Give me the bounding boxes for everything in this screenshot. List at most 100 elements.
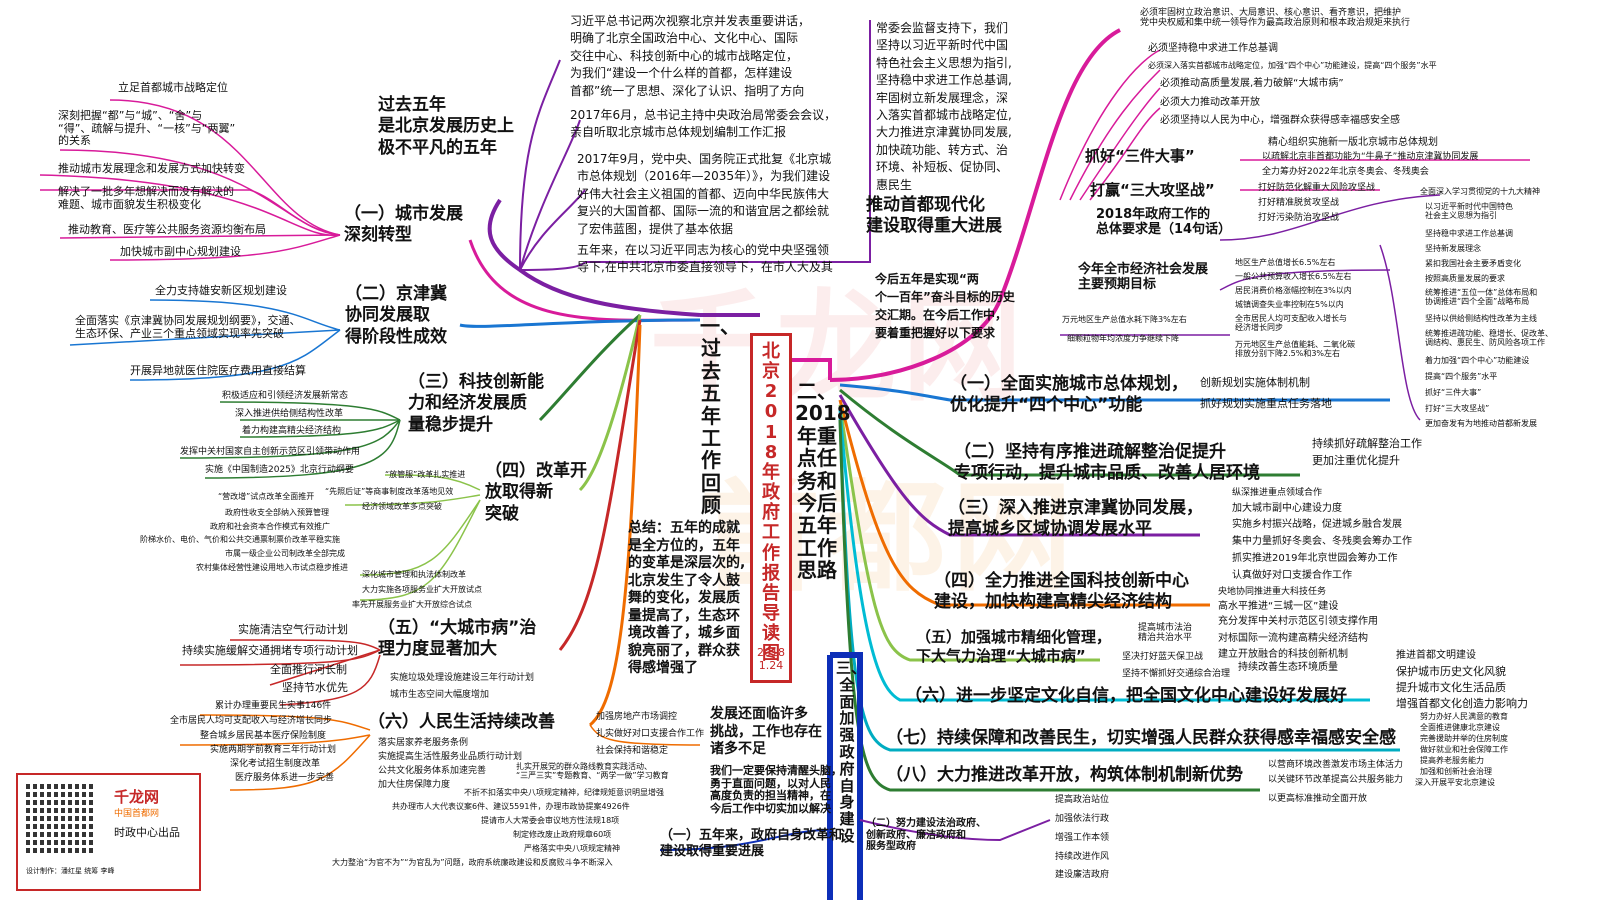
b1-s1-item: 加快城市副中心规划建设 (120, 245, 241, 258)
b2-task-4-item: 央地协同推进重大科技任务 (1218, 587, 1327, 597)
title-date: 2018 1.24 (757, 645, 785, 672)
b2-targets-title: 今年全市经济社会发展 主要预期目标 (1078, 262, 1209, 292)
b3-s1-item: 扎实开展党的群众路线教育实践活动、 “三严三实”专题教育、“两学一做”学习教育 (516, 762, 669, 781)
b2-req-item: 坚持新发展理念 (1425, 244, 1481, 253)
b2-target-item: 地区生产总值增长6.5%左右 (1235, 258, 1336, 267)
b2-bridge: 今后五年是实现“两 个一百年”奋斗目标的历史 交汇期。在今后工作中， 要着重把握… (875, 272, 1015, 340)
b1-s1-item: 解决了一批多年想解决而没有解决的 难题、城市面貌发生积极变化 (58, 185, 234, 211)
b2-task-3-item: 认真做好对口支援合作工作 (1232, 570, 1352, 581)
b1-s6-item: 医疗服务体系进一步完善 (235, 773, 335, 783)
b1-s4-item: “营改增”试点改革全面推开 (218, 492, 315, 501)
b2-task-1-item: 抓好规划实施重点任务落地 (1200, 397, 1332, 410)
b1-s3-item: 积极适应和引领经济发展新常态 (222, 391, 349, 401)
b1-s5-item: 城市生态空间大幅度增加 (390, 690, 490, 700)
b1-section-2-title: （二）京津冀 协同发展取 得阶段性成效 (345, 284, 447, 347)
b2-task-4-item: 提高城市法治 精治共治水平 (1138, 623, 1193, 644)
b1-s6-item: 落实居家养老服务条例 (378, 738, 469, 748)
b1-s3-item: 着力构建高精尖经济结构 (242, 426, 342, 436)
publisher-logo-panel: 千龙网 中国首都网 时政中心出品 设计制作：潘红星 统筹 李峰 (16, 773, 201, 891)
b1-s6-item: 整合城乡居民基本医疗保险制度 (200, 731, 327, 741)
branch-1-label: 一、过去五年工作回顾 (700, 314, 740, 518)
b1-s6-item: 实施提高生活性服务业品质行动计划 (378, 752, 523, 762)
b2-target-item: 一般公共预算收入增长6.5%左右 (1235, 272, 1352, 281)
b1-s4-item: 大力实施各项服务业扩大开放试点 (362, 585, 482, 594)
b1-resolve: 我们一定要保持清醒头脑， 勇于直面问题，以对人民 高度负责的担当精神，在 今后工… (710, 764, 842, 815)
b2-task-6-item: 推进首都文明建设 (1396, 650, 1476, 661)
b2-task-1-title: （一）全面实施城市总体规划， 优化提升“四个中心”功能 (950, 374, 1188, 416)
b2-three-battles-item: 打好防范化解重大风险攻坚战 (1258, 183, 1376, 193)
b2-task-3-item: 抓实推进2019年北京世园会筹办工作 (1232, 553, 1398, 564)
logo-sub: 中国首都网 (114, 809, 160, 819)
b1-s5-item: 坚持节水优先 (282, 681, 348, 694)
b1-s2-item: 开展异地就医住院医疗费用直接结算 (130, 364, 306, 377)
b2-target-item: 细颗粒物年均浓度力争继续下降 (1067, 334, 1179, 343)
b3-s2-item: 建设廉洁政府 (1055, 870, 1110, 880)
b2-req-item: 全面深入学习贯彻党的十九大精神 (1420, 187, 1540, 196)
b2-target-item: 居民消费价格涨幅控制在3%以内 (1235, 286, 1352, 295)
b1-section-5-title: （五）“大城市病”治 理力度显著加大 (378, 618, 537, 660)
b3-s1-item: 不折不扣落实中央八项规定精神，纪律规矩意识明显增强 (464, 788, 664, 797)
b2-req-item: 坚持以供给侧结构性改革为主线 (1425, 314, 1537, 323)
b2-task-3-item: 实施乡村振兴战略，促进城乡融合发展 (1232, 519, 1402, 530)
b1-s4-item: 政府性收支全部纳入预算管理 (225, 508, 329, 517)
b1-s5-item: 全面推行河长制 (270, 663, 347, 676)
b1-s6-item: 累计办理重要民生实事146件 (215, 701, 332, 711)
b2-task-6-item: 增强首都文化创造力影响力 (1396, 697, 1528, 710)
b2-task-4-title: （四）全力推进全国科技创新中心 建设，加快构建高精尖经济结构 (934, 571, 1189, 613)
b2-task-7-item: 加强和创新社会治理 (1420, 767, 1492, 776)
b1-intro-para-2: 2017年6月，总书记主持中央政治局常委会会议， 亲自听取北京城市总体规划编制工… (570, 108, 837, 140)
b2-task-3-item: 纵深推进重点领域合作 (1232, 488, 1323, 498)
b3-s2-item: 加强依法行政 (1055, 814, 1110, 824)
branch-3-label: 三、全面加强政府自身建设 (836, 659, 867, 845)
b1-intro-para-3: 2017年9月，党中央、国务院正式批复《北京城 市总体规划（2016年—2035… (577, 152, 832, 236)
b2-target-item: 万元地区生产总值能耗、二氧化碳 排放分别下降2.5%和3%左右 (1235, 340, 1355, 359)
b1-s3-item: 实施《中国制造2025》北京行动纲要 (205, 465, 354, 475)
b1-s4-item: 深化城市管理和执法体制改革 (362, 570, 466, 579)
b2-task-2-item: 更加注重优化提升 (1312, 454, 1400, 467)
b2-task-8-item: 深入开展平安北京建设 (1415, 778, 1495, 787)
b1-s5-item: 实施清洁空气行动计划 (238, 623, 348, 636)
b1-s6-item: 全市居民人均可支配收入与经济增长同步 (170, 716, 333, 726)
b1-s4-item: 率先开展服务业扩大开放综合试点 (352, 600, 472, 609)
b1-intro-para-5: 常委会监督支持下，我们 坚持以习近平新时代中国 特色社会主义思想为指引, 坚持稳… (876, 21, 1012, 192)
b1-s1-item: 立足首都城市战略定位 (118, 81, 228, 94)
b2-req-item: 着力加强“四个中心”功能建设 (1425, 356, 1530, 365)
b1-challenge: 发展还面临许多 挑战，工作也存在 诸多不足 (710, 706, 822, 757)
b2-three-battles-title: 打赢“三大攻坚战” (1090, 181, 1215, 199)
b2-task-7-title: （七）持续保障和改善民生，切实增强人民群众获得感幸福感安全感 (886, 728, 1396, 748)
b2-task-8-item: 以关键环节改革提高公共服务能力 (1268, 775, 1404, 785)
b2-task-5-title: （五）加强城市精细化管理， 下大气力治理“大城市病” (916, 628, 1112, 665)
b1-section-1-title: （一）城市发展 深刻转型 (344, 204, 463, 246)
b2-top-item: 必须坚持以人民为中心，增强群众获得感幸福感安全感 (1160, 115, 1400, 126)
b1-s3-item: 发挥中关村国家自主创新示范区引领带动作用 (180, 447, 361, 457)
b3-s1-item: 严格落实中央八项规定精神 (524, 844, 620, 853)
b3-s1-item: 制定修改废止政府规章60项 (513, 830, 612, 839)
b2-target-item: 万元地区生产总值水耗下降3%左右 (1062, 315, 1187, 324)
b2-task-7-item: 做好就业和社会保障工作 (1420, 745, 1508, 754)
b2-req-item: 统筹推进“五位一体”总体布局和 协调推进“四个全面”战略布局 (1425, 288, 1538, 307)
b1-s4-item: 经济领域改革多点突破 (362, 502, 442, 511)
b2-task-2-title: （二）坚持有序推进疏解整治促提升 专项行动，提升城市品质、改善人居环境 (954, 442, 1260, 484)
b1-s4-item: 阶梯水价、电价、气价和公共交通票制票价改革平稳实施 (140, 535, 340, 544)
b1-intro-para-4: 五年来，在以习近平同志为核心的党中央坚强领 导下,在中共北京市委直接领导下，在市… (577, 243, 833, 275)
b3-s2-item: 提高政治站位 (1055, 795, 1110, 805)
b1-s6-item: 深化考试招生制度改革 (230, 759, 321, 769)
b2-three-things-item: 全力筹办好2022年北京冬奥会、冬残奥会 (1262, 167, 1429, 177)
b3-s2-item: 增强工作本领 (1055, 833, 1110, 843)
b2-target-item: 全市居民人均可支配收入增长与 经济增长同步 (1235, 314, 1347, 333)
logo-staff: 设计制作：潘红星 统筹 李峰 (26, 867, 115, 875)
b2-task-3-item: 集中力量抓好冬奥会、冬残奥会筹办工作 (1232, 536, 1412, 547)
b1-intro-para-1: 习近平总书记两次视察北京并发表重要讲话， 明确了北京全国政治中心、文化中心、国际… (570, 14, 811, 98)
b2-top-item: 必须坚持稳中求进工作总基调 (1148, 43, 1278, 54)
b2-task-7-item: 努力办好人民满意的教育 (1420, 712, 1508, 721)
b2-task-6-item: 提升城市文化生活品质 (1396, 681, 1506, 694)
b2-task-7-item: 完善援助并举的住房制度 (1420, 734, 1508, 743)
b2-three-things-title: 抓好“三件大事” (1085, 147, 1195, 165)
b2-task-5-item: 持续改善生态环境质量 (1238, 662, 1338, 673)
b2-req-item: 提高“四个服务”水平 (1425, 372, 1498, 381)
b1-s6-item: 扎实做好对口支援合作工作 (596, 729, 705, 739)
b2-task-6-title: （六）进一步坚定文化自信，把全国文化中心建设好发展好 (905, 686, 1347, 706)
b1-s1-item: 推动教育、医疗等公共服务资源均衡布局 (68, 223, 266, 236)
qr-code-pattern (26, 783, 96, 853)
